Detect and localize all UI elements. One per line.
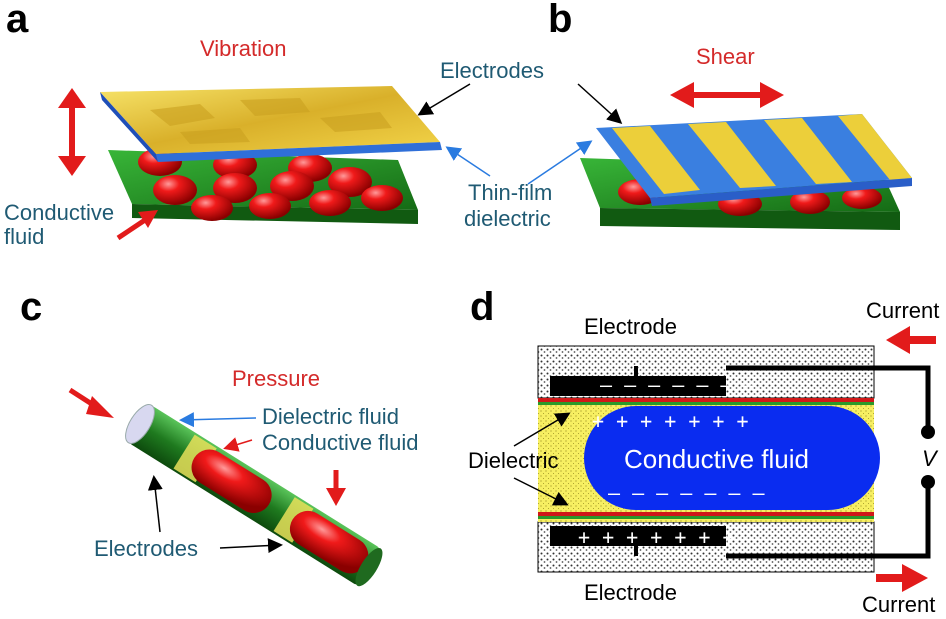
- conductive-fluid-label-c: Conductive fluid: [262, 430, 419, 455]
- electrodes-label-c: Electrodes: [94, 536, 198, 561]
- panel-b: b Shear Thin-film diele: [445, 0, 912, 231]
- electrodes-label: Electrodes: [440, 58, 544, 83]
- electrode-top-label: Electrode: [584, 314, 677, 339]
- current-top-label: Current: [866, 298, 939, 323]
- current-in-arrow-icon: [886, 326, 936, 354]
- dielectric-pointer-up: [513, 412, 571, 447]
- top-electrode-plate: [100, 86, 442, 162]
- conductive-fluid-label-line2: fluid: [4, 224, 44, 249]
- conductive-fluid-pointer-arrow: [223, 437, 253, 452]
- circuit-wire: [726, 365, 931, 559]
- vibration-arrow-icon: [58, 88, 86, 176]
- electrodes-pointer-arrow: [417, 83, 471, 116]
- panel-a-label: a: [6, 0, 29, 41]
- terminal-top-icon: [921, 425, 935, 439]
- dielectric-fluid-pointer-arrow: [179, 412, 257, 428]
- conductive-fluid-label-d: Conductive fluid: [624, 444, 809, 474]
- conductive-fluid-label-line1: Conductive: [4, 200, 114, 225]
- electrode-plus-signs: + + + + + + +: [578, 525, 735, 549]
- conductive-fluid-slug: [584, 406, 880, 510]
- conductive-minus-signs: – – – – – – –: [608, 481, 765, 505]
- conductive-fluid-pointer-icon: [116, 210, 158, 241]
- electrode-bottom-label: Electrode: [584, 580, 677, 605]
- dielectric-label: Dielectric: [468, 448, 558, 473]
- thin-film-label-line1: Thin-film: [468, 180, 552, 205]
- electrodes-pointer-arrow-c2: [219, 538, 283, 554]
- pressure-arrow-left-icon: [68, 387, 114, 418]
- fluid-tube: [125, 404, 383, 587]
- electrodes-pointer-arrow-c1: [147, 475, 163, 533]
- pressure-arrow-down-icon: [326, 470, 346, 506]
- vibration-title: Vibration: [200, 36, 286, 61]
- dielectric-pointer-arrow-a: [445, 146, 491, 177]
- shear-title: Shear: [696, 44, 755, 69]
- electrode-minus-signs: – – – – – – –: [600, 373, 757, 397]
- panel-a: a Vibration: [4, 0, 544, 249]
- dielectric-fluid-label: Dielectric fluid: [262, 404, 399, 429]
- shear-arrow-icon: [670, 82, 784, 108]
- panel-b-label: b: [548, 0, 572, 41]
- thin-film-label-line2: dielectric: [464, 206, 551, 231]
- panel-c: c Pressure Dielectric fluid Conductive f…: [20, 285, 419, 587]
- current-out-arrow-icon: [876, 564, 928, 592]
- voltage-label: V: [922, 446, 939, 471]
- dielectric-pointer-down: [513, 477, 569, 506]
- pressure-title: Pressure: [232, 366, 320, 391]
- current-bottom-label: Current: [862, 592, 935, 617]
- top-electrode: [550, 376, 726, 396]
- panel-d: d Electrode Electrode + + + + + + + – – …: [468, 285, 939, 617]
- bottom-electrode: [550, 526, 726, 546]
- conductive-plus-signs: + + + + + + +: [592, 409, 749, 433]
- panel-d-label: d: [470, 285, 494, 329]
- electrodes-pointer-arrow-b: [577, 83, 623, 125]
- panel-c-label: c: [20, 285, 42, 329]
- terminal-bottom-icon: [921, 475, 935, 489]
- dielectric-pointer-arrow-b: [527, 140, 593, 185]
- striped-electrode-plate: [596, 114, 912, 206]
